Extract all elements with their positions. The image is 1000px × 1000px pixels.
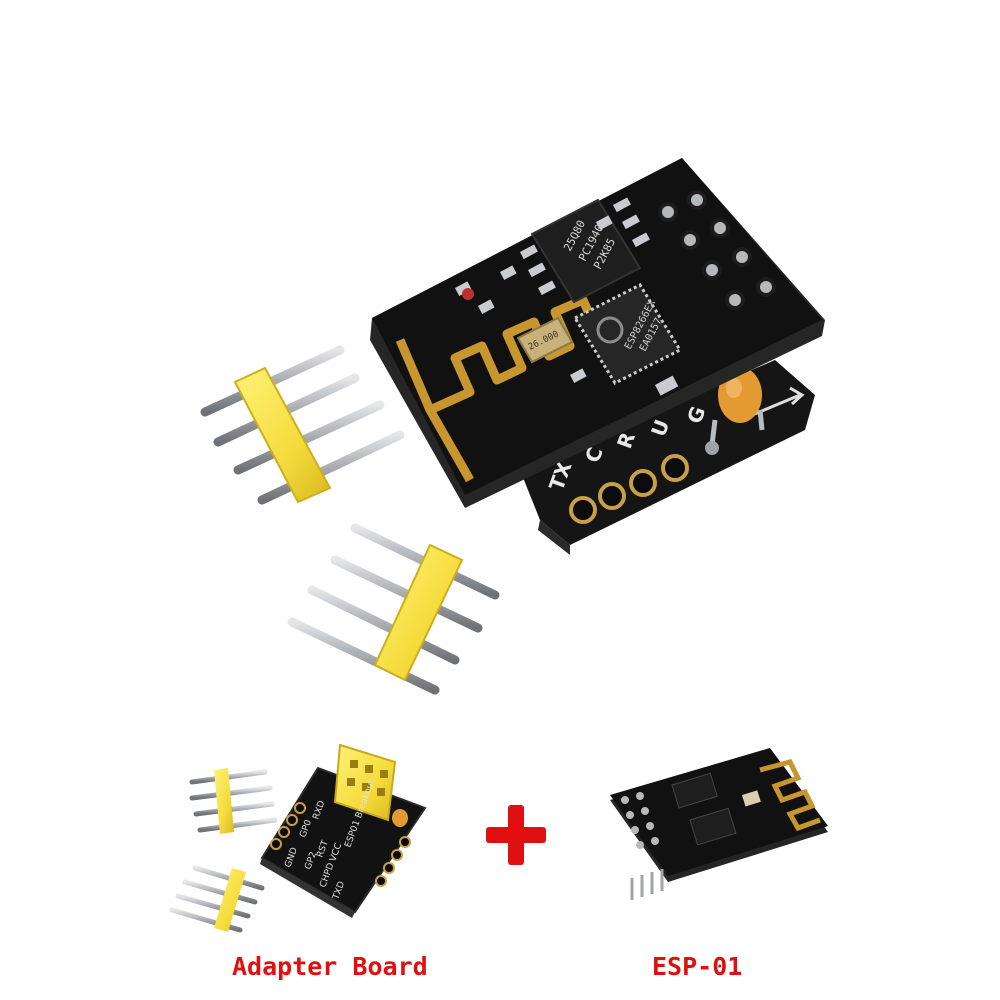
pin-header-strip-1 bbox=[200, 345, 405, 505]
small-header-2 bbox=[169, 865, 265, 933]
caption-esp-01: ESP-01 bbox=[652, 952, 743, 981]
adapter-label-u: U bbox=[646, 416, 674, 439]
small-header-1 bbox=[189, 768, 278, 834]
adapter-label-g: G bbox=[682, 403, 710, 427]
small-esp01-module bbox=[610, 748, 828, 900]
esp8266-chip bbox=[572, 283, 683, 385]
module-header-pins bbox=[658, 190, 776, 310]
plus-icon bbox=[486, 805, 546, 865]
pin-header-strip-2 bbox=[287, 523, 500, 695]
crystal bbox=[516, 316, 574, 364]
flash-chip bbox=[530, 198, 642, 304]
small-adapter-board: ESP01 Breakout RXD VCC RST GP0 GP2 CHPD … bbox=[260, 743, 427, 918]
adapter-board-large: TX C R U G bbox=[520, 360, 815, 555]
caption-adapter-board: Adapter Board bbox=[232, 952, 428, 981]
esp01-module-large: 25Q80 PC1940 P2K85 ESP8266EX EA0157 26.0… bbox=[370, 158, 825, 508]
